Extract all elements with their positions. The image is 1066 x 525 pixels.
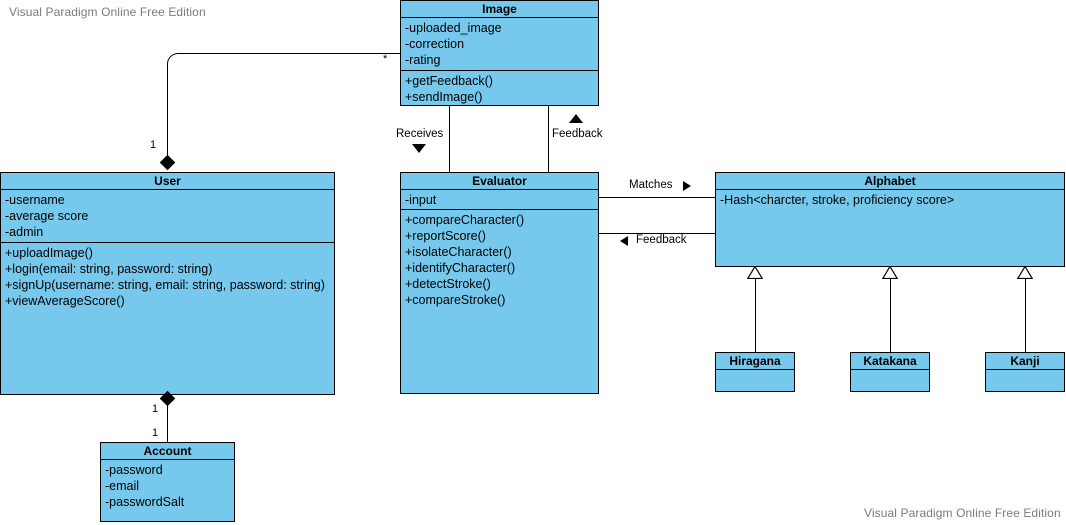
operation-row: +isolateCharacter() xyxy=(405,245,512,259)
class-operations-image: +getFeedback() +sendImage() xyxy=(401,71,598,106)
attribute-row: -admin xyxy=(5,225,44,239)
connector-user-image-elbow xyxy=(167,53,402,149)
attribute-row: -Hash<charcter, stroke, proficiency scor… xyxy=(720,193,955,207)
operation-row: +uploadImage() xyxy=(5,246,93,260)
attribute-row: -input xyxy=(405,193,437,207)
arrow-up-icon-feedback-image xyxy=(569,114,583,123)
attribute-row: -average score xyxy=(5,209,89,223)
operation-row: +signUp(username: string, email: string,… xyxy=(5,278,325,292)
connector-evaluator-alphabet-matches-line xyxy=(599,197,716,198)
class-attributes-katakana xyxy=(851,370,929,392)
operation-row: +sendImage() xyxy=(405,90,483,104)
operation-row: +compareStroke() xyxy=(405,293,506,307)
generalization-triangle-kanji xyxy=(1017,266,1033,279)
class-name-hiragana: Hiragana xyxy=(716,353,794,370)
attribute-row: -password xyxy=(105,463,163,477)
edge-label-matches: Matches xyxy=(629,179,673,191)
class-box-hiragana[interactable]: Hiragana xyxy=(715,352,795,392)
watermark-top: Visual Paradigm Online Free Edition xyxy=(9,5,206,19)
connector-evaluator-image-feedback-line xyxy=(548,105,549,172)
operation-row: +login(email: string, password: string) xyxy=(5,262,213,276)
attribute-row: -uploaded_image xyxy=(405,21,502,35)
attribute-row: -username xyxy=(5,193,65,207)
attribute-row: -rating xyxy=(405,53,441,67)
multiplicity-user-image-target: * xyxy=(383,53,388,65)
class-box-katakana[interactable]: Katakana xyxy=(850,352,930,392)
class-name-user: User xyxy=(1,173,334,190)
class-attributes-hiragana xyxy=(716,370,794,392)
connector-user-account-line xyxy=(167,403,168,442)
operation-row: +reportScore() xyxy=(405,229,486,243)
arrow-left-icon-feedback-evaluator xyxy=(620,236,628,246)
class-attributes-kanji xyxy=(986,370,1064,392)
class-attributes-alphabet: -Hash<charcter, stroke, proficiency scor… xyxy=(716,190,1064,266)
generalization-triangle-hiragana xyxy=(747,266,763,279)
class-box-image[interactable]: Image -uploaded_image -correction -ratin… xyxy=(400,0,599,106)
generalization-triangle-katakana xyxy=(882,266,898,279)
class-attributes-account: -password -email -passwordSalt xyxy=(101,460,234,521)
edge-label-feedback-evaluator: Feedback xyxy=(636,234,687,246)
edge-label-receives: Receives xyxy=(396,128,444,140)
arrow-down-icon-receives xyxy=(412,144,426,153)
class-name-image: Image xyxy=(401,1,598,18)
class-attributes-image: -uploaded_image -correction -rating xyxy=(401,18,598,71)
connector-user-image-stem xyxy=(167,148,168,160)
connector-image-evaluator-receives-line xyxy=(449,105,450,172)
class-box-kanji[interactable]: Kanji xyxy=(985,352,1065,392)
operation-row: +getFeedback() xyxy=(405,74,493,88)
class-operations-evaluator: +compareCharacter() +reportScore() +isol… xyxy=(401,210,598,393)
attribute-row: -passwordSalt xyxy=(105,495,185,509)
class-name-alphabet: Alphabet xyxy=(716,173,1064,190)
connector-katakana-alphabet xyxy=(890,278,891,353)
edge-label-feedback-image: Feedback xyxy=(552,128,603,140)
class-box-account[interactable]: Account -password -email -passwordSalt xyxy=(100,442,235,522)
class-box-evaluator[interactable]: Evaluator -input +compareCharacter() +re… xyxy=(400,172,599,394)
attribute-row: -correction xyxy=(405,37,465,51)
operation-row: +viewAverageScore() xyxy=(5,294,125,308)
multiplicity-user-image-source: 1 xyxy=(150,139,157,151)
multiplicity-user-account-source: 1 xyxy=(152,403,159,415)
class-name-account: Account xyxy=(101,443,234,460)
class-box-user[interactable]: User -username -average score -admin +up… xyxy=(0,172,335,395)
watermark-bottom: Visual Paradigm Online Free Edition xyxy=(864,506,1061,520)
class-name-evaluator: Evaluator xyxy=(401,173,598,190)
composition-diamond-user-image xyxy=(159,154,176,171)
operation-row: +detectStroke() xyxy=(405,277,491,291)
class-attributes-evaluator: -input xyxy=(401,190,598,210)
operation-row: +compareCharacter() xyxy=(405,213,525,227)
class-operations-user: +uploadImage() +login(email: string, pas… xyxy=(1,243,334,395)
connector-kanji-alphabet xyxy=(1025,278,1026,353)
arrow-right-icon-matches xyxy=(683,181,691,191)
connector-alphabet-evaluator-feedback-line xyxy=(599,233,716,234)
attribute-row: -email xyxy=(105,479,140,493)
connector-hiragana-alphabet xyxy=(755,278,756,353)
multiplicity-user-account-target: 1 xyxy=(152,427,159,439)
class-name-katakana: Katakana xyxy=(851,353,929,370)
class-attributes-user: -username -average score -admin xyxy=(1,190,334,243)
class-box-alphabet[interactable]: Alphabet -Hash<charcter, stroke, profici… xyxy=(715,172,1065,267)
class-name-kanji: Kanji xyxy=(986,353,1064,370)
operation-row: +identifyCharacter() xyxy=(405,261,516,275)
